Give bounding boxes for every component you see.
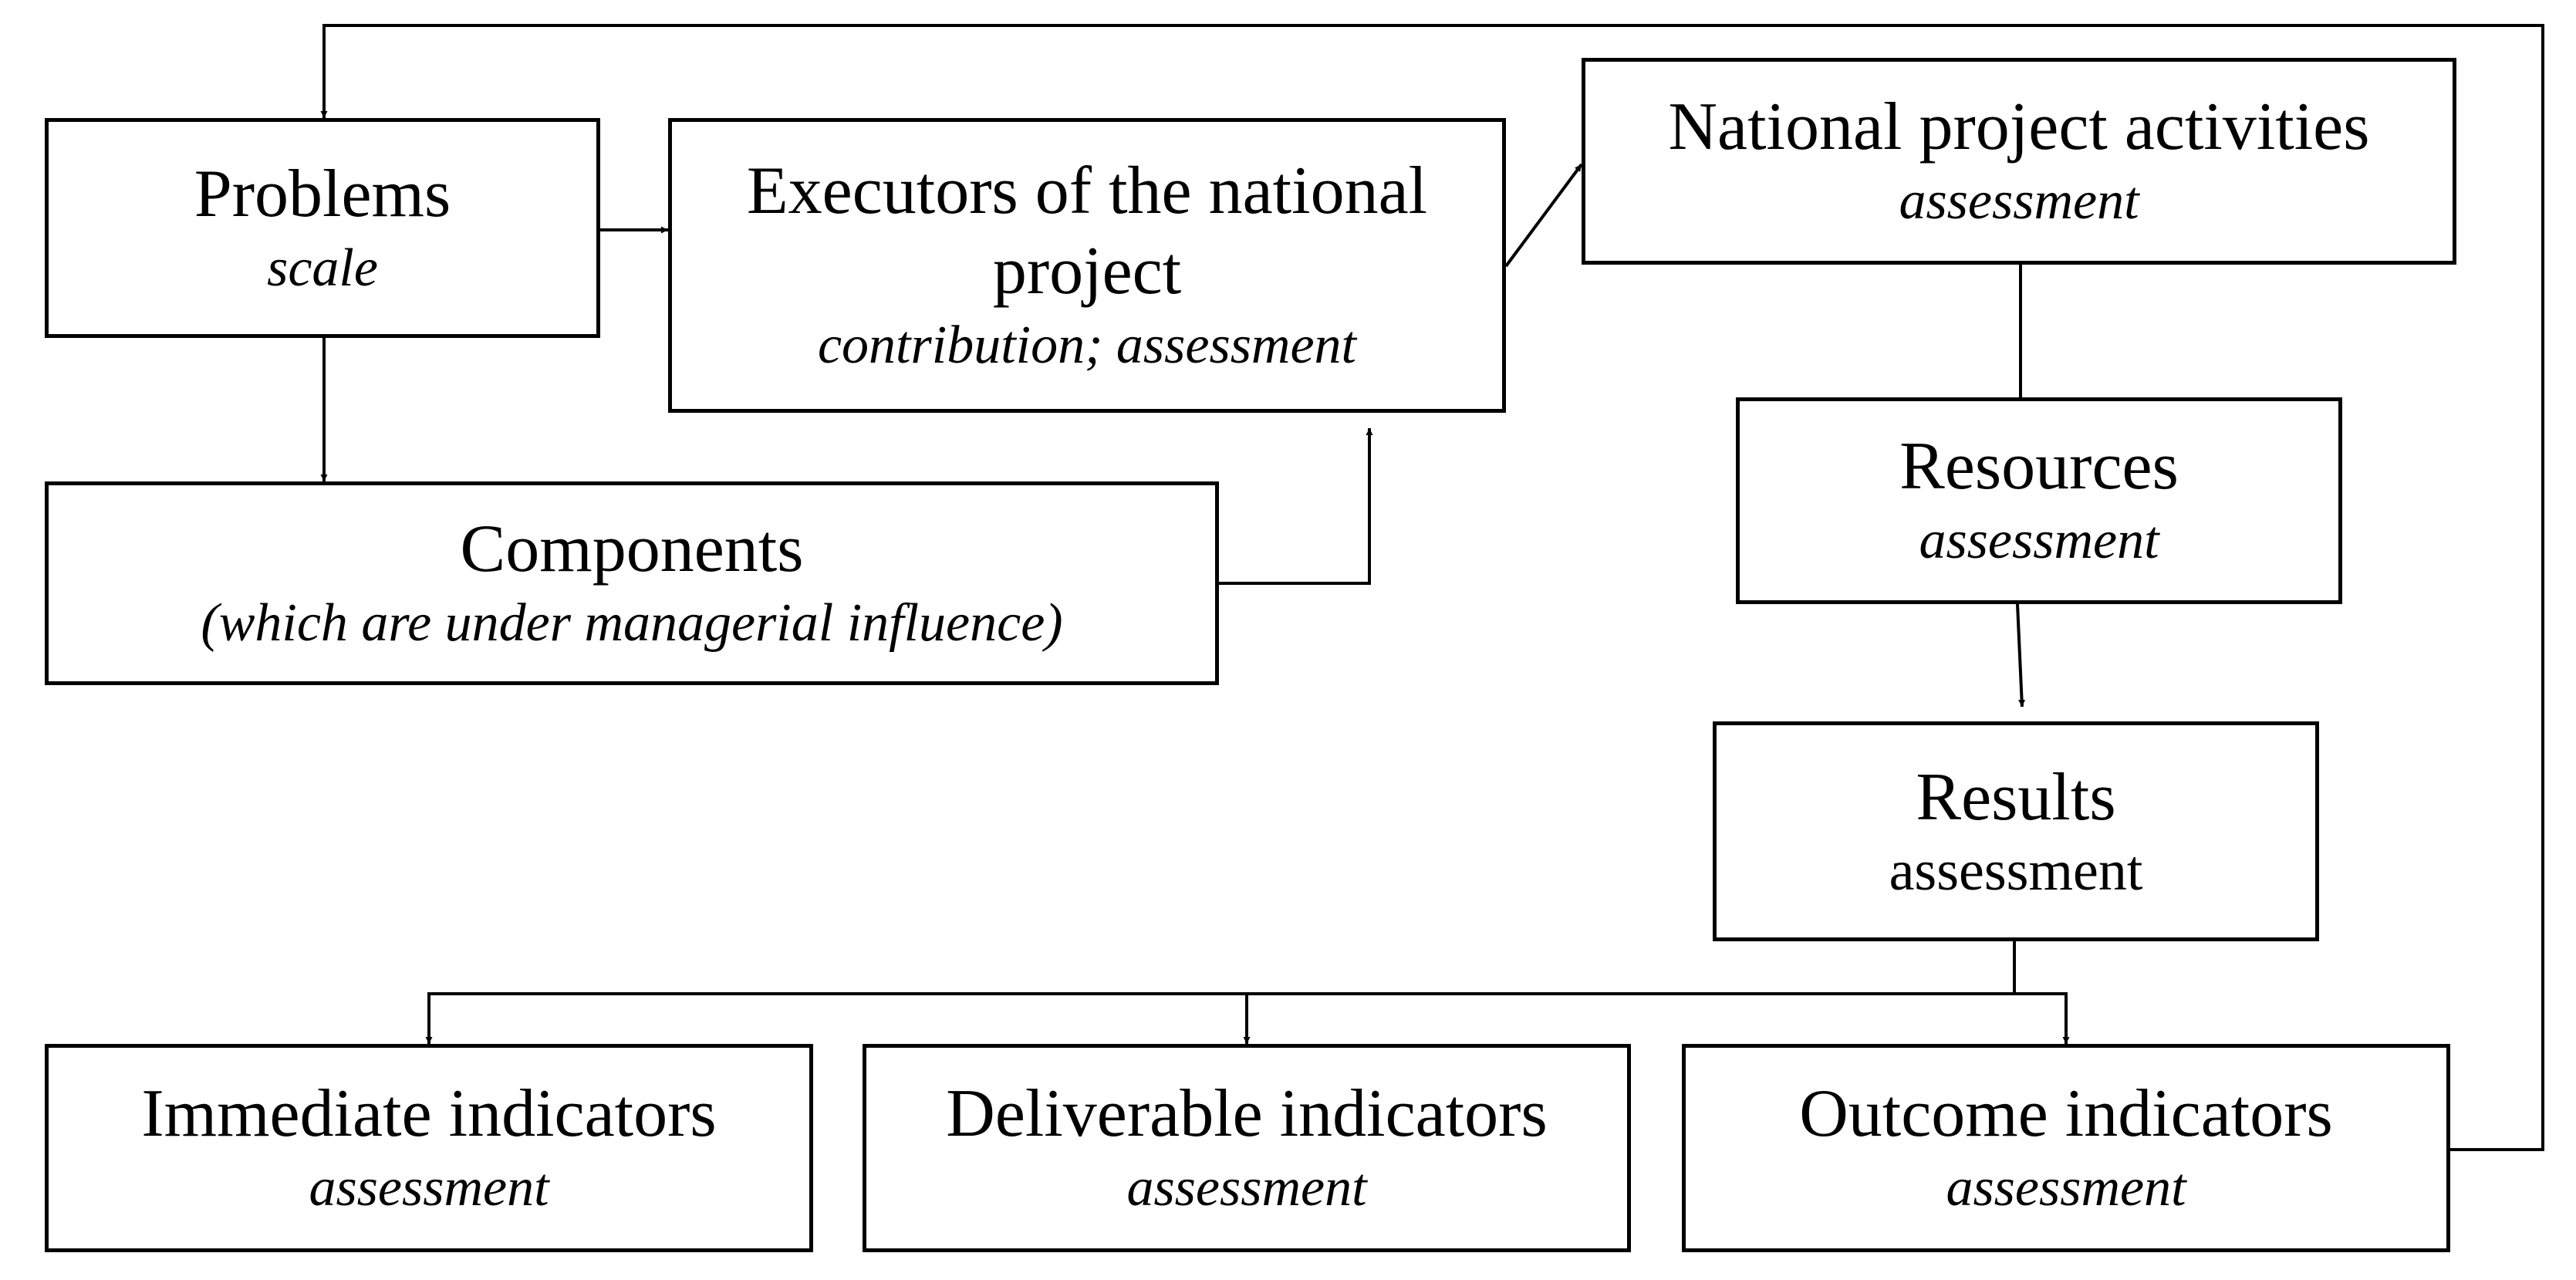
node-outcome-indicators: Outcome indicators assessment [1682, 1044, 2450, 1252]
node-problems: Problems scale [45, 118, 600, 338]
arrow-outcome-to-problems [320, 24, 2544, 1151]
node-results-subtitle: assessment [1889, 839, 2143, 903]
node-outcome-subtitle: assessment [1946, 1158, 2186, 1218]
arrow-components-to-executors [1219, 428, 1373, 585]
node-executors-subtitle: contribution; assessment [817, 316, 1357, 376]
node-immediate-title: Immediate indicators [141, 1076, 717, 1152]
arrow-resources-to-results [2016, 603, 2026, 708]
node-resources-subtitle: assessment [1919, 511, 2159, 571]
node-components-title: Components [460, 512, 804, 587]
node-immediate-indicators: Immediate indicators assessment [45, 1044, 813, 1252]
node-results-title: Results [1916, 759, 2116, 835]
node-results: Results assessment [1713, 721, 2319, 941]
node-problems-subtitle: scale [267, 238, 378, 298]
node-problems-title: Problems [194, 156, 451, 231]
node-resources-title: Resources [1899, 429, 2179, 505]
node-deliverable-subtitle: assessment [1126, 1158, 1367, 1218]
node-deliverable-title: Deliverable indicators [946, 1076, 1548, 1152]
node-outcome-title: Outcome indicators [1799, 1076, 2333, 1152]
node-executors-title-line1: Executors of the national [746, 154, 1428, 229]
node-activities-subtitle: assessment [1899, 171, 2139, 231]
arrow-results-to-immediate [425, 992, 2014, 1044]
node-executors: Executors of the national project contri… [668, 118, 1506, 413]
node-activities-title: National project activities [1668, 89, 2370, 165]
node-resources: Resources assessment [1736, 397, 2342, 604]
node-components: Components (which are under managerial i… [45, 481, 1219, 685]
arrow-results-to-outcome [2014, 992, 2070, 1044]
node-executors-title-line2: project [992, 234, 1182, 309]
node-components-subtitle: (which are under managerial influence) [201, 593, 1063, 654]
node-deliverable-indicators: Deliverable indicators assessment [863, 1044, 1631, 1252]
arrow-executors-to-activities [1504, 163, 1583, 268]
node-activities: National project activities assessment [1582, 58, 2456, 265]
node-immediate-subtitle: assessment [309, 1158, 549, 1218]
